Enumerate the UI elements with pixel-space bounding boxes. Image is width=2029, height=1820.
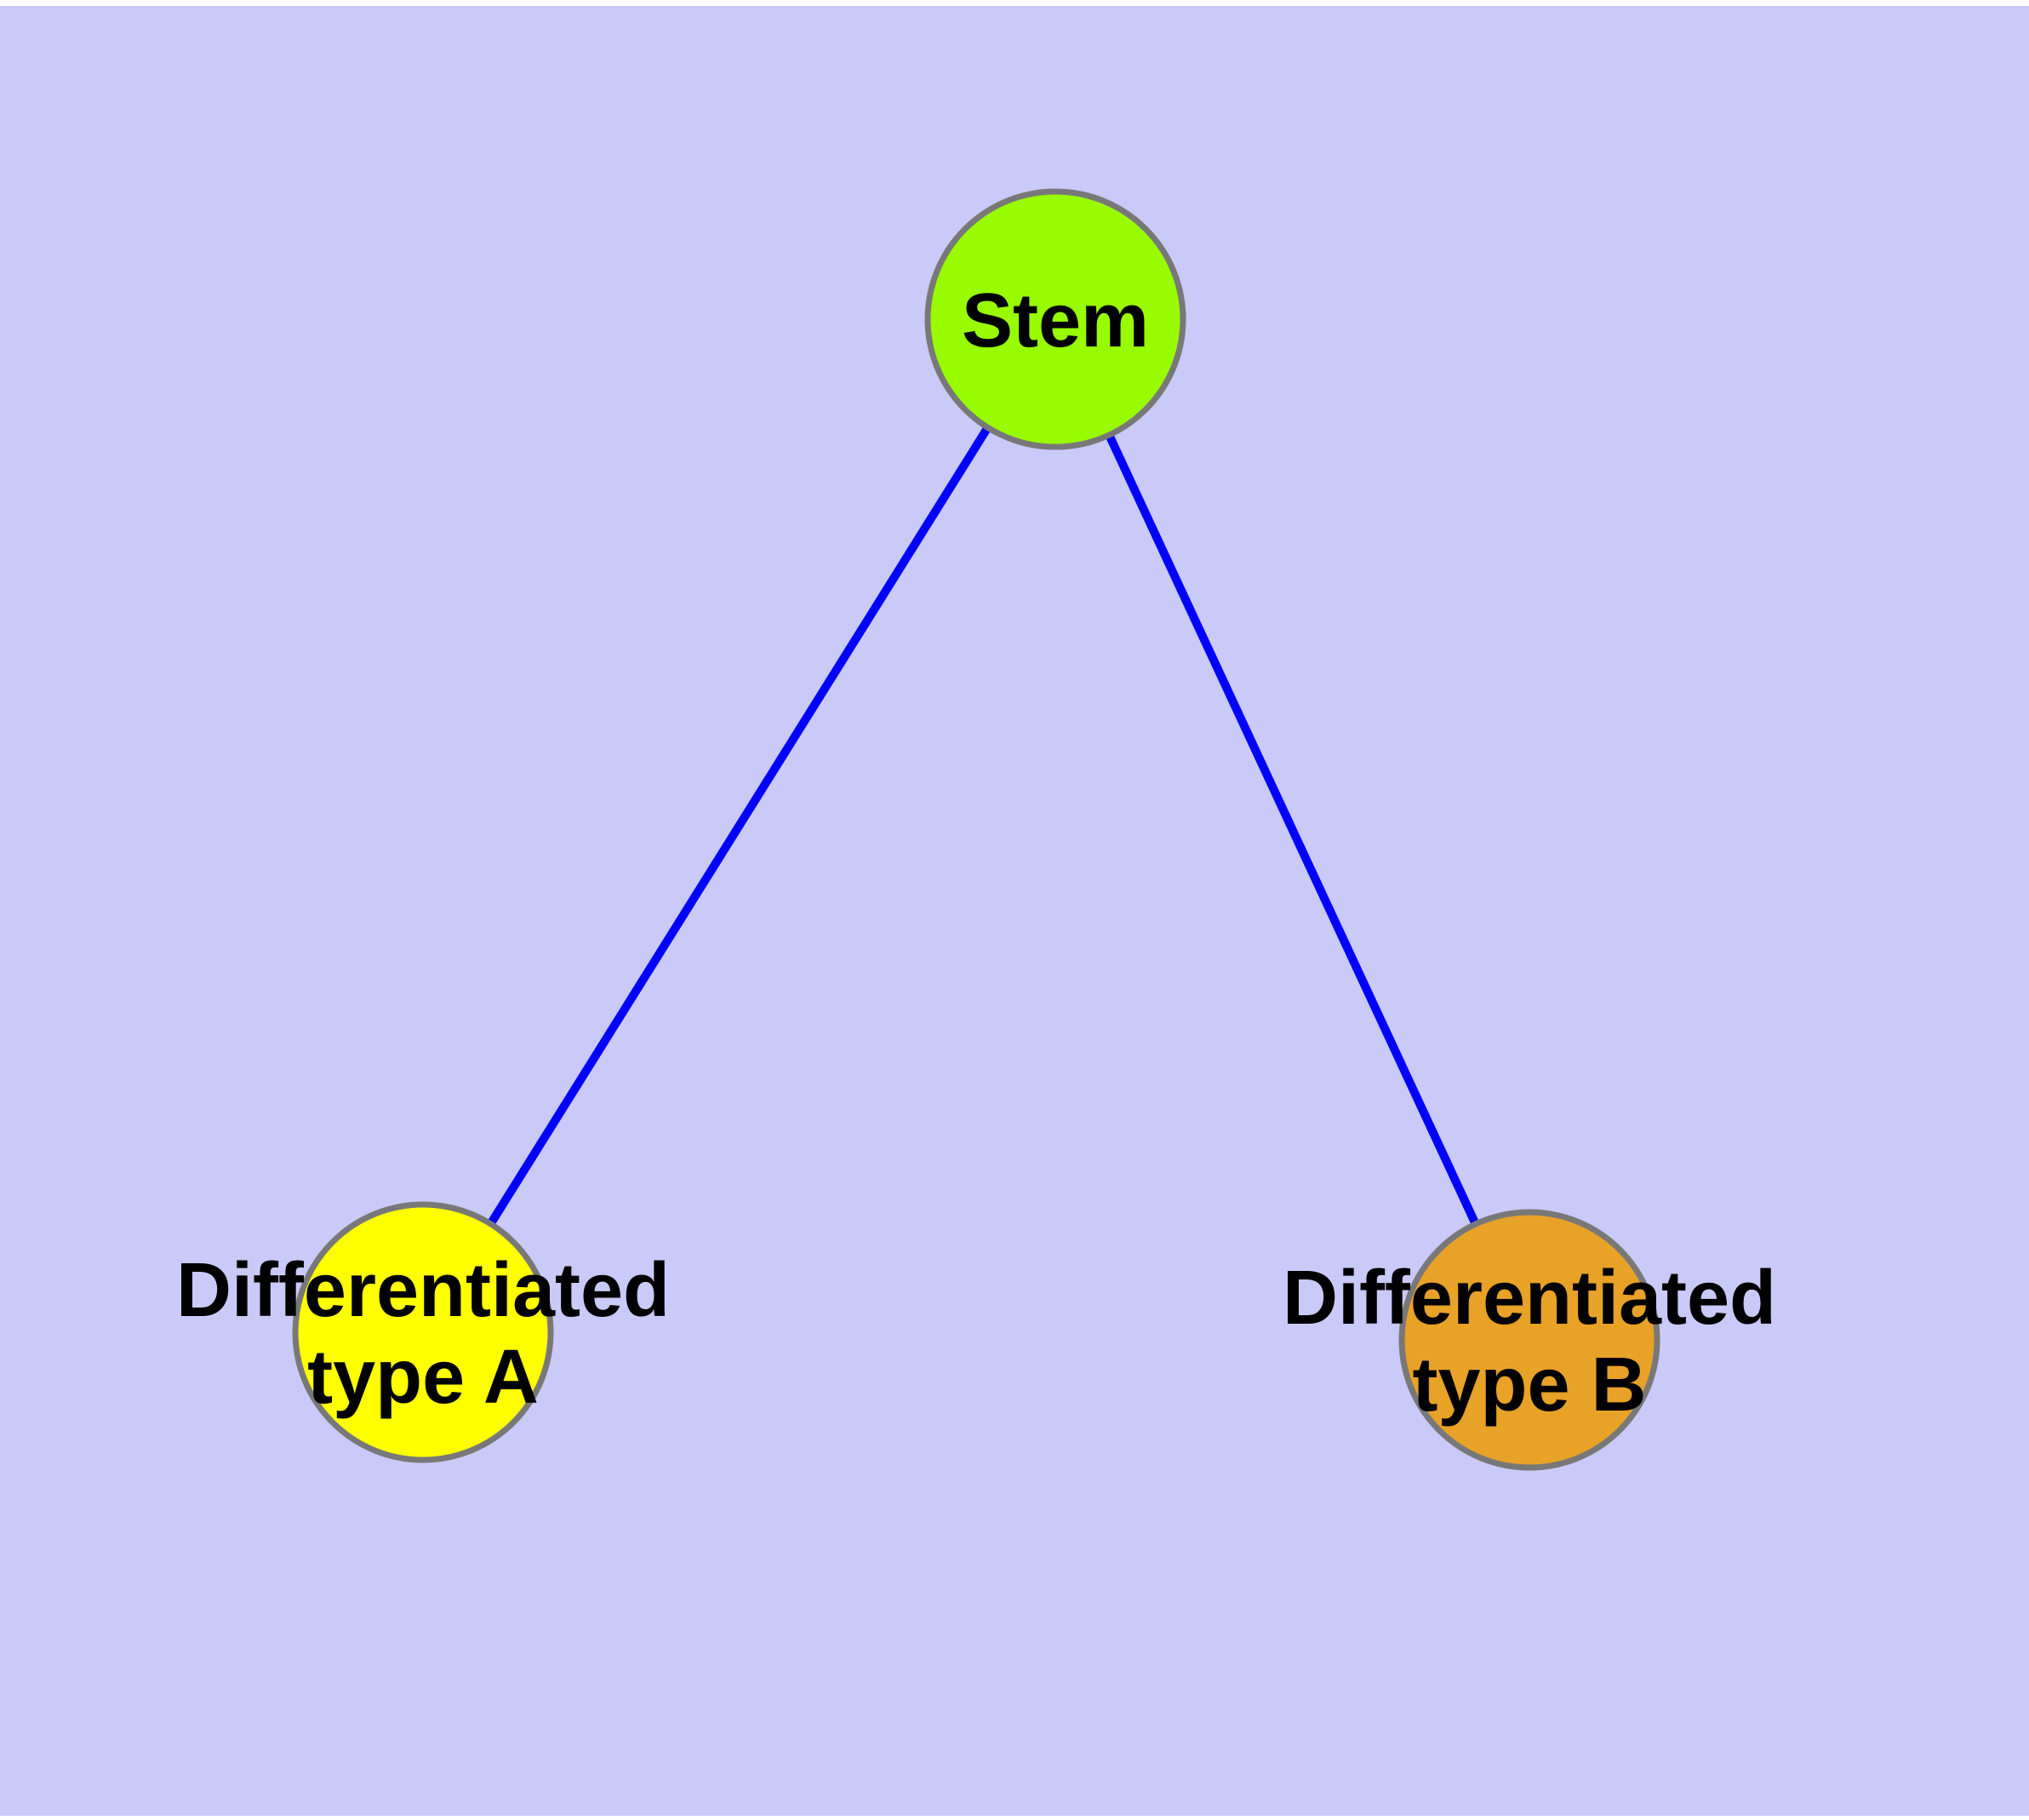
node-differentiated-type-b [1398,1209,1660,1471]
edge-stem-to-type-a [419,317,1060,1335]
node-type-b-label-line1: Differentiated [1283,1256,1776,1341]
edge-stem-to-type-b [1051,317,1534,1342]
node-type-a-label-line2: type A [307,1335,539,1420]
node-stem-label: Stem [962,278,1149,363]
node-stem [924,188,1186,450]
node-type-a-label-line1: Differentiated [176,1248,670,1333]
node-type-b-label-line2: type B [1412,1342,1646,1428]
node-differentiated-type-a [292,1201,554,1463]
